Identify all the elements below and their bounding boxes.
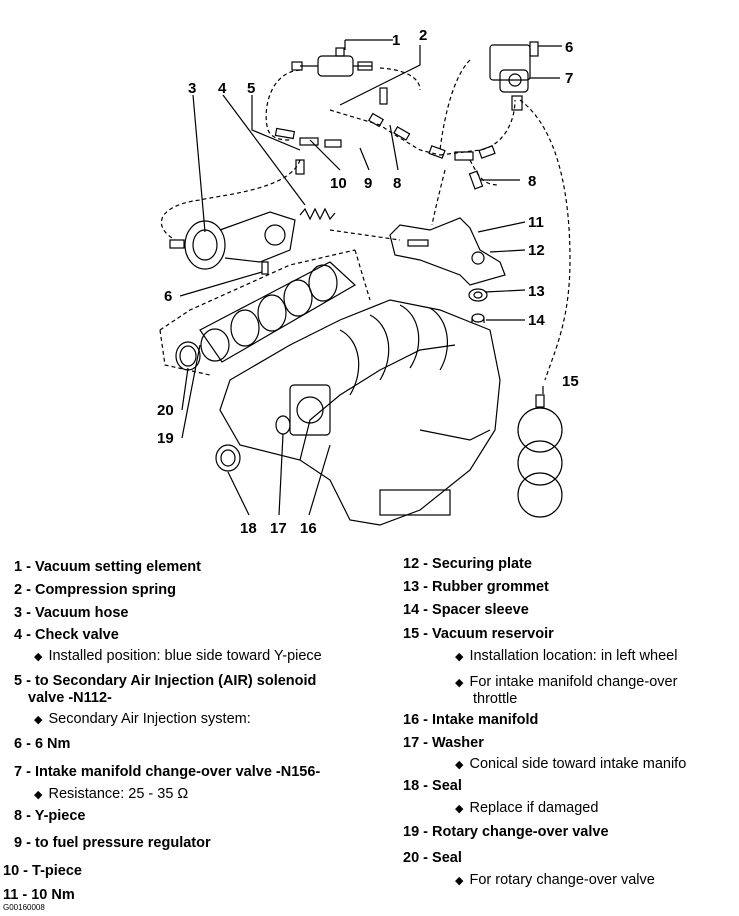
- vacuum-setting-element: [169, 211, 296, 275]
- exploded-view-diagram: 1 2 3 4 5 6 7 8 8 10 9 11 12 13 14 15 6 …: [157, 27, 579, 537]
- legend-note-5: ◆Secondary Air Injection system:: [34, 711, 251, 727]
- legend-note-20: ◆For rotary change-over valve: [455, 872, 655, 888]
- legend-right: 12 - Securing plate 13 - Rubber grommet …: [403, 0, 739, 916]
- callout-8-left: 8: [393, 175, 401, 192]
- legend-note-17: ◆Conical side toward intake manifo: [455, 756, 687, 772]
- bullet-icon: ◆: [455, 651, 464, 663]
- callout-4: 1: [392, 32, 400, 49]
- compression-spring: [299, 207, 336, 221]
- rotary-change-over-valve: [199, 261, 357, 363]
- callout-19: 19: [157, 430, 174, 447]
- bullet-icon: ◆: [34, 789, 43, 801]
- legend-note-15a: ◆Installation location: in left wheel: [455, 648, 678, 664]
- bullet-icon: ◆: [34, 714, 43, 726]
- bullet-icon: ◆: [455, 803, 464, 815]
- legend-item-15: 15 - Vacuum reservoir: [403, 626, 554, 642]
- legend-item-11: 11 - 10 Nm: [3, 887, 75, 903]
- callout-11: 11: [528, 214, 544, 231]
- legend-item-9: 9 - to fuel pressure regulator: [14, 835, 211, 851]
- callout-12: 12: [528, 242, 545, 259]
- legend-item-6: 6 - 6 Nm: [14, 736, 71, 752]
- legend-item-18: 18 - Seal: [403, 778, 462, 794]
- legend-item-5: 5 - to Secondary Air Injection (AIR) sol…: [14, 673, 317, 689]
- figure-code: G00160008: [3, 903, 45, 912]
- washer: [275, 415, 291, 435]
- check-valve: [291, 47, 373, 77]
- legend-item-14: 14 - Spacer sleeve: [403, 602, 529, 618]
- callout-15: 15: [562, 373, 579, 390]
- bullet-icon: ◆: [34, 651, 43, 663]
- bullet-icon: ◆: [455, 875, 464, 887]
- callout-7: 7: [565, 70, 573, 87]
- legend-item-5-cont: valve -N112-: [28, 690, 112, 706]
- callout-8-right: 8: [528, 173, 536, 190]
- bullet-icon: ◆: [455, 759, 464, 771]
- legend-item-13: 13 - Rubber grommet: [403, 579, 549, 595]
- callout-13: 13: [528, 283, 545, 300]
- legend-item-7: 7 - Intake manifold change-over valve -N…: [14, 764, 321, 780]
- callout-6-top: 6: [565, 39, 573, 56]
- legend-item-17: 17 - Washer: [403, 735, 484, 751]
- callout-6-bottom: 6: [164, 288, 172, 305]
- legend-item-2: 2 - Compression spring: [14, 582, 176, 598]
- legend-note-15b: ◆For intake manifold change-over: [455, 674, 678, 690]
- bullet-icon: ◆: [455, 677, 464, 689]
- legend-item-20: 20 - Seal: [403, 850, 462, 866]
- hose-fittings: [274, 87, 496, 190]
- legend-item-3: 3 - Vacuum hose: [14, 605, 129, 621]
- callout-14: 14: [528, 312, 545, 329]
- leader-lines: [179, 39, 562, 516]
- legend-item-1: 1 - Vacuum setting element: [14, 559, 201, 575]
- callout-9: 9: [364, 175, 372, 192]
- legend-note-4: ◆Installed position: blue side toward Y-…: [34, 648, 322, 664]
- intake-manifold: [219, 299, 501, 526]
- legend-item-4: 4 - Check valve: [14, 627, 119, 643]
- callout-2: 4: [218, 80, 227, 97]
- legend-item-12: 12 - Securing plate: [403, 556, 532, 572]
- callout-20: 20: [157, 402, 174, 419]
- callout-16: 16: [300, 520, 317, 537]
- rubber-grommet: [468, 288, 488, 302]
- legend-item-10: 10 - T-piece: [3, 863, 82, 879]
- securing-plate: [389, 217, 506, 286]
- seal-ring-18: [215, 444, 241, 472]
- callout-1: 3: [188, 80, 196, 97]
- legend-item-16: 16 - Intake manifold: [403, 712, 539, 728]
- callout-5: 2: [419, 27, 427, 44]
- legend-item-19: 19 - Rotary change-over valve: [403, 824, 609, 840]
- legend-note-15b-cont: throttle: [473, 691, 518, 707]
- callout-3: 5: [247, 80, 255, 97]
- vacuum-reservoir: [517, 394, 563, 518]
- vacuum-hoses: [159, 59, 571, 381]
- callout-18: 18: [240, 520, 257, 537]
- intake-manifold-change-over-valve: [489, 41, 539, 111]
- callout-17: 17: [270, 520, 287, 537]
- legend-item-8: 8 - Y-piece: [14, 808, 86, 824]
- legend-note-18: ◆Replace if damaged: [455, 800, 599, 816]
- legend-note-7: ◆Resistance: 25 - 35 Ω: [34, 786, 189, 802]
- callout-10: 10: [330, 175, 347, 192]
